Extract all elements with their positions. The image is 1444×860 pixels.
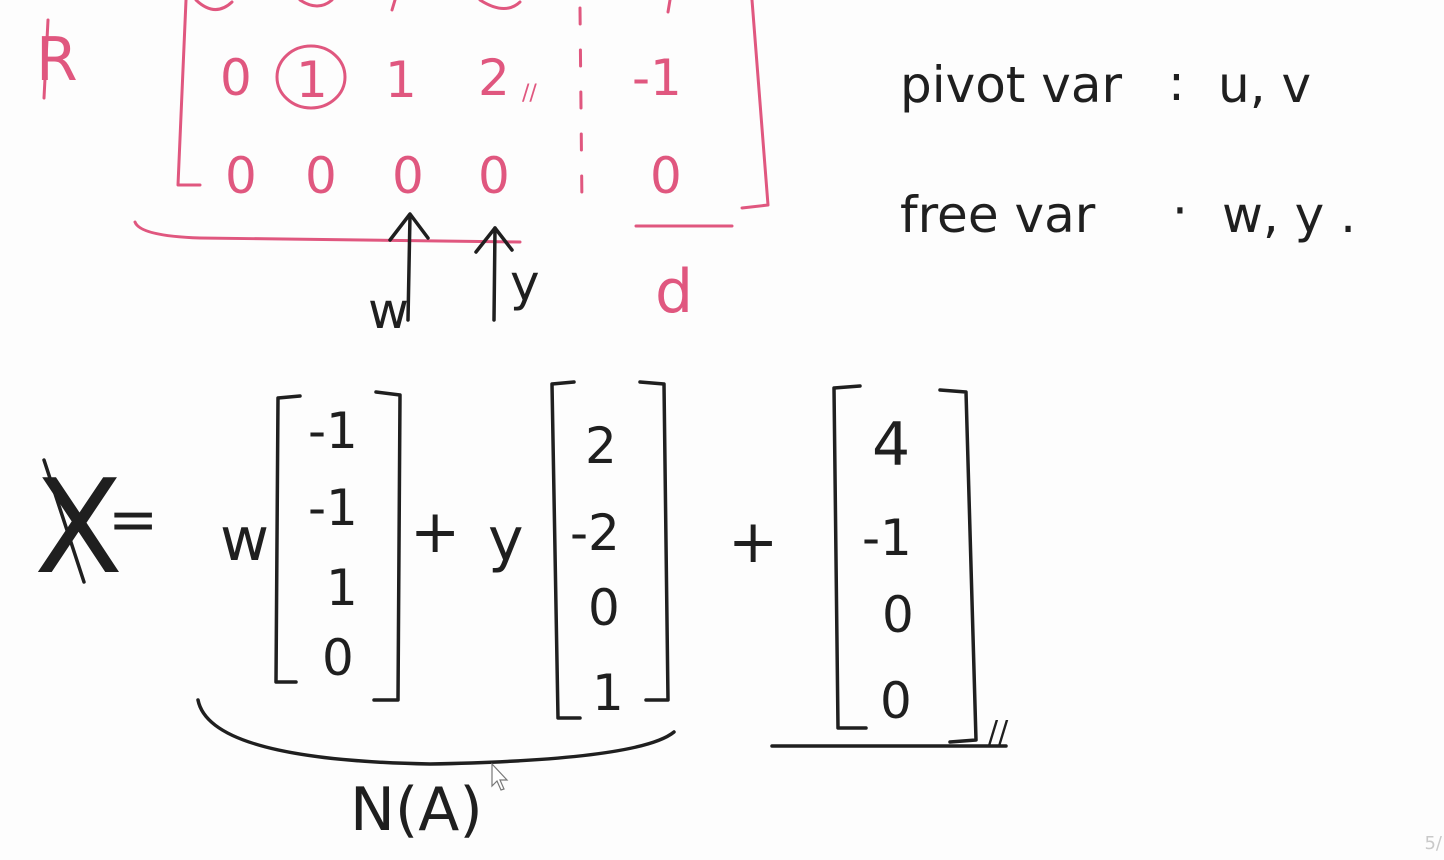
d-label: d bbox=[655, 257, 693, 327]
matrix-r-row0-partial bbox=[194, 0, 234, 11]
matrix-r-r3c3: 0 bbox=[392, 147, 424, 205]
col-label-w: w bbox=[368, 282, 409, 340]
matrix-r-r2c1: 0 bbox=[220, 49, 252, 107]
coef-w: w bbox=[220, 505, 269, 575]
pivot-var-label: pivot var bbox=[900, 56, 1123, 114]
page-number: 5/ bbox=[1424, 833, 1442, 854]
matrix-r-right-bracket bbox=[740, 0, 770, 210]
vector-3-entry: 0 bbox=[882, 586, 914, 644]
vector-3-right-bracket bbox=[938, 388, 978, 744]
matrix-r-r3c1: 0 bbox=[225, 147, 257, 205]
plus-2: + bbox=[728, 507, 778, 577]
matrix-r-r2c3: 1 bbox=[385, 51, 417, 109]
coefficient-underline bbox=[133, 220, 522, 244]
augment-divider bbox=[578, 6, 584, 210]
matrix-r-label: R bbox=[36, 25, 78, 95]
matrix-r-left-bracket bbox=[176, 0, 202, 187]
vector-1-entry: 1 bbox=[326, 559, 358, 617]
cursor-arrow-icon bbox=[491, 762, 509, 791]
free-column-arrows: w y bbox=[368, 212, 540, 340]
arrow-y-icon bbox=[492, 226, 497, 322]
matrix-r-row0-partial bbox=[298, 0, 334, 8]
vector-1-entry: -1 bbox=[308, 402, 358, 460]
matrix-r-tick: // bbox=[522, 81, 537, 106]
arrow-w-icon bbox=[388, 212, 430, 242]
vector-2-entry: 2 bbox=[585, 417, 617, 475]
pivot-var-sep: : bbox=[1168, 54, 1185, 112]
vector-2-entry: -2 bbox=[570, 504, 620, 562]
vector-1: -1 -1 1 0 bbox=[274, 390, 402, 702]
matrix-r-r3c4: 0 bbox=[478, 147, 510, 205]
solution-equation: X = w -1 -1 1 0 + y 2 -2 0 1 + 4 bbox=[34, 380, 1009, 845]
vector-2: 2 -2 0 1 bbox=[550, 380, 670, 722]
vector-2-right-bracket bbox=[638, 380, 670, 702]
coef-y: y bbox=[488, 505, 524, 575]
free-var-label: free var bbox=[900, 186, 1096, 244]
matrix-r-row0-partial bbox=[478, 0, 522, 10]
vector-3-left-bracket bbox=[832, 384, 868, 730]
vector-2-entry: 0 bbox=[588, 579, 620, 637]
nullspace-brace bbox=[196, 698, 676, 766]
variable-notes: pivot var : u, v free var · w, y . bbox=[900, 54, 1356, 244]
matrix-r-r2c4: 2 bbox=[478, 49, 510, 107]
matrix-r-r3c5: 0 bbox=[650, 147, 682, 205]
vector-3-entry: 0 bbox=[880, 672, 912, 730]
matrix-r-row0-partial bbox=[390, 0, 397, 12]
lhs-double-stroke bbox=[42, 458, 86, 584]
free-var-values: w, y . bbox=[1222, 186, 1356, 244]
nullspace-label: N(A) bbox=[350, 775, 483, 845]
vector-2-entry: 1 bbox=[592, 664, 624, 722]
matrix-r-r2c5: -1 bbox=[632, 49, 682, 107]
vector-1-entry: -1 bbox=[308, 479, 358, 537]
end-mark: // bbox=[988, 715, 1009, 750]
matrix-r-r2c2: 1 bbox=[296, 51, 328, 109]
matrix-r: R 0 1 1 2 // -1 0 0 0 0 0 d bbox=[36, 0, 770, 327]
vector-3-entry: -1 bbox=[862, 509, 912, 567]
vector-1-right-bracket bbox=[372, 390, 402, 702]
vector-3-entry: 4 bbox=[872, 410, 910, 480]
matrix-r-r3c2: 0 bbox=[305, 147, 337, 205]
free-var-sep: · bbox=[1172, 182, 1188, 240]
vector-1-left-bracket bbox=[274, 394, 302, 684]
pivot-var-values: u, v bbox=[1218, 56, 1311, 114]
arrow-y-icon bbox=[474, 226, 514, 254]
equation-equals: = bbox=[108, 485, 158, 555]
matrix-r-row0-partial bbox=[666, 0, 672, 14]
pivot-circle bbox=[275, 44, 347, 110]
vector-3: 4 -1 0 0 bbox=[832, 384, 978, 744]
col-label-y: y bbox=[510, 254, 540, 312]
arrow-w-icon bbox=[406, 213, 412, 322]
vector-2-left-bracket bbox=[550, 380, 582, 720]
matrix-r-label-stroke bbox=[42, 18, 50, 100]
plus-1: + bbox=[410, 497, 460, 567]
vector-1-entry: 0 bbox=[322, 629, 354, 687]
